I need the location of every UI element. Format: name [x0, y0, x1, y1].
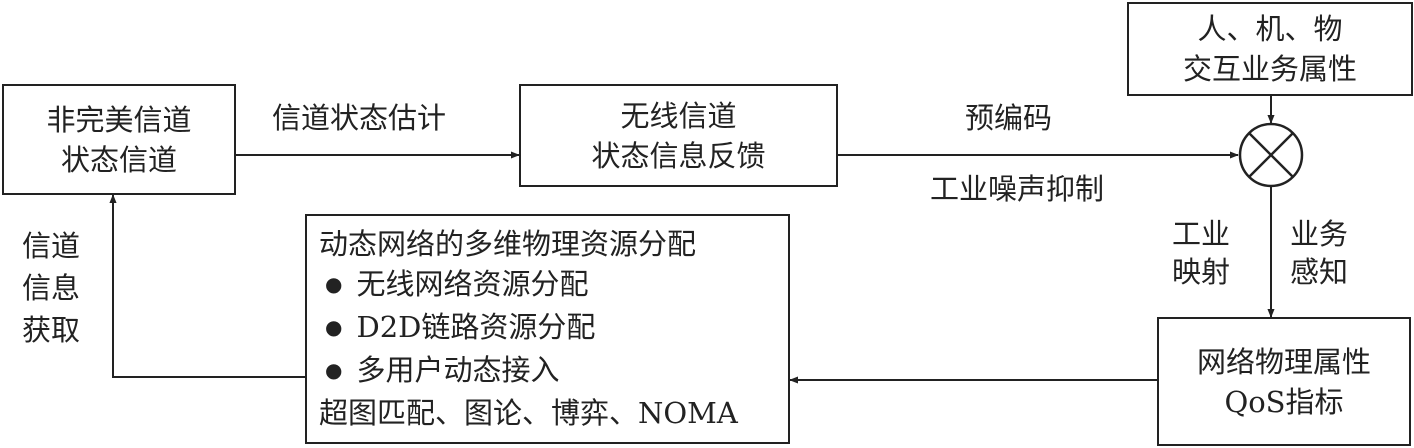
label-service-awareness-2: 感知 — [1290, 255, 1349, 289]
network-attrs-line1: 网络物理属性 — [1196, 344, 1371, 379]
label-channel-estimation: 信道状态估计 — [272, 101, 447, 135]
label-industrial-mapping-1: 工业 — [1172, 217, 1231, 251]
label-precoding: 预编码 — [965, 101, 1053, 135]
resource-title: 动态网络的多维物理资源分配 — [319, 227, 697, 261]
resource-item-access: 多用户动态接入 — [319, 350, 788, 393]
interaction-attrs-line1: 人、机、物 — [1197, 12, 1343, 46]
csi-feedback-line1: 无线信道 — [620, 98, 737, 133]
resource-item-d2d: D2D链路资源分配 — [319, 307, 788, 350]
interaction-attrs-line2: 交互业务属性 — [1182, 52, 1357, 86]
multiplier-circle-icon — [1238, 122, 1304, 188]
bullet-icon — [325, 267, 356, 301]
label-industrial-mapping-2: 映射 — [1172, 255, 1231, 289]
label-noise-suppression: 工业噪声抑制 — [930, 172, 1105, 206]
csi-feedback-line2: 状态信息反馈 — [591, 138, 766, 173]
resource-methods: 超图匹配、图论、博弈、NOMA — [319, 396, 738, 430]
interaction-attrs-box: 人、机、物 交互业务属性 — [1127, 2, 1413, 96]
arrow-channel-acquisition — [109, 194, 305, 378]
label-channel-acquisition-3: 获取 — [22, 313, 81, 347]
bullet-icon — [325, 310, 356, 344]
label-channel-acquisition-1: 信道 — [22, 229, 81, 263]
label-service-awareness-1: 业务 — [1290, 217, 1349, 251]
network-attrs-line2: QoS指标 — [1224, 384, 1344, 419]
resource-item-wireless: 无线网络资源分配 — [319, 264, 788, 307]
imperfect-channel-line2: 状态信道 — [60, 142, 177, 177]
resource-allocation-box: 动态网络的多维物理资源分配 无线网络资源分配 D2D链路资源分配 多用户动态接入… — [305, 214, 790, 444]
csi-feedback-box: 无线信道 状态信息反馈 — [519, 84, 838, 187]
bullet-icon — [325, 353, 356, 387]
resource-item-label: D2D链路资源分配 — [356, 310, 596, 344]
imperfect-channel-line1: 非完美信道 — [46, 102, 192, 137]
resource-item-label: 多用户动态接入 — [356, 353, 560, 387]
label-channel-acquisition-2: 信息 — [22, 271, 81, 305]
imperfect-channel-box: 非完美信道 状态信道 — [2, 84, 236, 195]
network-attrs-box: 网络物理属性 QoS指标 — [1157, 317, 1411, 446]
resource-item-label: 无线网络资源分配 — [356, 267, 589, 301]
